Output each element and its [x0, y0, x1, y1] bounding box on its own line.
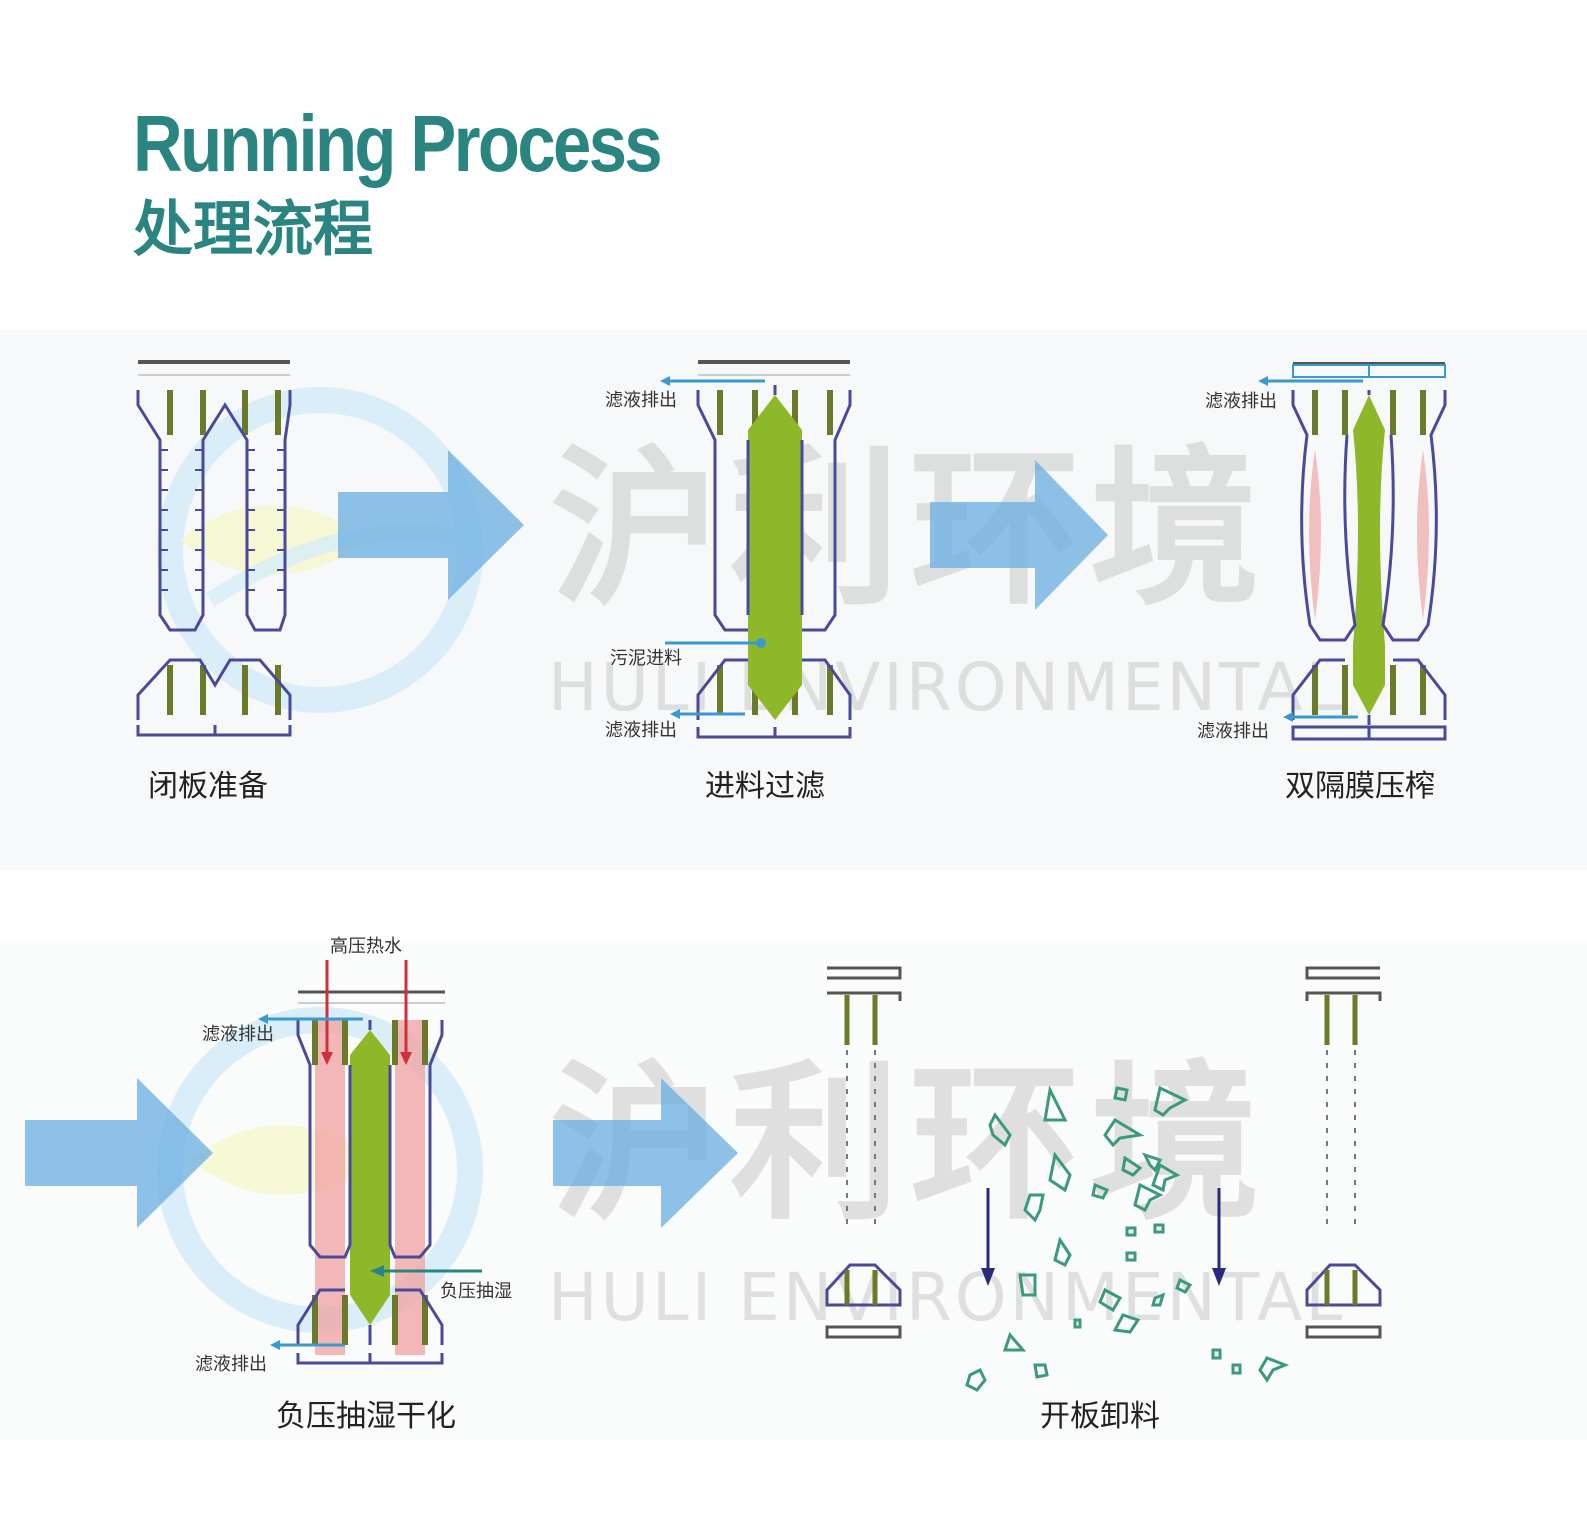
- hot-water-arrow: [400, 960, 412, 1065]
- label-filtrate-out: 滤液排出: [1205, 391, 1277, 412]
- label-high-pressure-hot-water: 高压热水: [330, 936, 402, 957]
- sludge-fill: [350, 1030, 390, 1325]
- filter-cake-pieces: [965, 1085, 1290, 1392]
- flow-arrow-1: [338, 450, 524, 600]
- filtrate-out-arrow-top: [660, 376, 765, 386]
- label-filtrate-out: 滤液排出: [202, 1024, 274, 1045]
- discharge-arrow: [1212, 1188, 1226, 1286]
- stage-caption-feed: 进料过滤: [705, 769, 825, 804]
- stage-dry-diagram: [296, 990, 445, 1365]
- stage-squeeze-diagram: [1291, 362, 1447, 741]
- label-vacuum-suction: 负压抽湿: [440, 1281, 512, 1302]
- filtrate-out-arrow-top: [1258, 376, 1363, 386]
- hot-water-arrow: [321, 960, 333, 1065]
- vacuum-suction-arrow: [370, 1265, 482, 1277]
- stage-caption-discharge: 开板卸料: [1040, 1399, 1160, 1434]
- stage-caption-close: 闭板准备: [148, 769, 268, 804]
- open-plate-left: [825, 966, 902, 1339]
- sludge-fill: [748, 395, 802, 720]
- stage-close-diagram: [136, 360, 292, 737]
- open-plate-right: [1305, 966, 1382, 1339]
- filtrate-out-arrow-bottom: [1283, 712, 1358, 722]
- watermark-chinese: 沪利环境: [550, 431, 1271, 629]
- label-filtrate-out: 滤液排出: [605, 720, 677, 741]
- discharge-arrow: [981, 1188, 995, 1286]
- label-filtrate-out: 滤液排出: [1197, 721, 1269, 742]
- stage-caption-dry: 负压抽湿干化: [276, 1399, 456, 1434]
- stage-feed-diagram: [696, 360, 852, 739]
- flow-arrow-3: [25, 1078, 213, 1228]
- filtrate-out-arrow-bottom: [670, 709, 745, 719]
- page-title-chinese: 处理流程: [133, 195, 373, 265]
- filtrate-out-arrow-top: [258, 1014, 363, 1024]
- page-title-english: Running Process: [133, 99, 663, 188]
- sludge-fill: [1353, 395, 1385, 715]
- watermark-english: HULI ENVIRONMENTAL: [548, 649, 1346, 726]
- stage-caption-squeeze: 双隔膜压榨: [1285, 769, 1435, 804]
- label-sludge-feed: 污泥进料: [610, 648, 682, 669]
- label-filtrate-out: 滤液排出: [195, 1354, 267, 1375]
- label-filtrate-out: 滤液排出: [605, 390, 677, 411]
- flow-arrow-4: [553, 1078, 738, 1228]
- filtrate-out-arrow-bottom: [270, 1340, 345, 1350]
- stage-close-plates: [136, 360, 292, 737]
- watermark-english: HULI ENVIRONMENTAL: [548, 1259, 1346, 1336]
- sludge-feed-arrow: [665, 638, 766, 648]
- flow-arrow-2: [930, 460, 1108, 610]
